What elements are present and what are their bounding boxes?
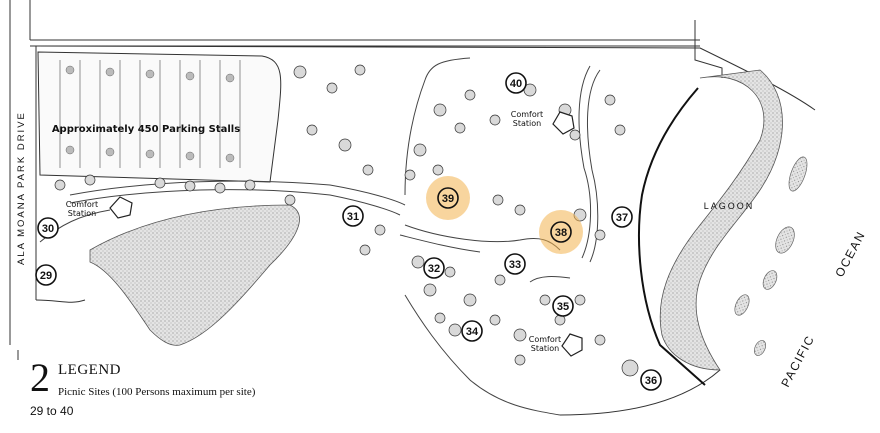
comfort-station-north-label-line2: Station xyxy=(513,119,541,128)
picnic-site-circle xyxy=(611,206,633,228)
legend-title: LEGEND xyxy=(58,362,121,378)
picnic-site-36: 36 xyxy=(640,369,662,391)
picnic-site-37: 37 xyxy=(611,206,633,228)
comfort-station-west-label-line1: Comfort xyxy=(66,200,98,209)
picnic-site-number: 36 xyxy=(645,375,657,387)
legend-range: 29 to 40 xyxy=(30,404,74,418)
picnic-site-circle xyxy=(640,369,662,391)
picnic-site-34: 34 xyxy=(461,320,483,342)
picnic-site-circle xyxy=(461,320,483,342)
picnic-site-29: 29 xyxy=(35,264,57,286)
picnic-site-highlight xyxy=(426,176,470,220)
picnic-site-circle xyxy=(504,253,526,275)
parking-lot: Approximately 450 Parking Stalls xyxy=(37,51,282,183)
picnic-site-number: 34 xyxy=(466,326,479,338)
picnic-site-number: 37 xyxy=(616,212,628,224)
picnic-site-markers: 29 30 31 32 33 34 35 36 37 38 39 40 xyxy=(35,72,662,391)
picnic-site-number: 39 xyxy=(442,193,454,205)
picnic-site-number: 32 xyxy=(428,263,440,275)
reef-shapes xyxy=(734,156,808,356)
picnic-site-30: 30 xyxy=(37,217,59,239)
comfort-station-west-label-line2: Station xyxy=(68,209,96,218)
sand-strip-west xyxy=(89,204,300,346)
picnic-site-circle xyxy=(505,72,527,94)
trees xyxy=(54,64,639,377)
ocean-label-line2: OCEAN xyxy=(832,229,868,280)
road-label: ALA MOANA PARK DRIVE xyxy=(16,111,27,265)
comfort-station-south: Comfort Station xyxy=(529,333,583,357)
picnic-site-number: 31 xyxy=(347,211,359,223)
picnic-site-circle xyxy=(552,295,574,317)
picnic-site-circle xyxy=(37,217,59,239)
picnic-site-circle xyxy=(550,221,572,243)
picnic-site-40: 40 xyxy=(505,72,527,94)
picnic-site-number: 29 xyxy=(40,270,52,282)
comfort-station-north: Comfort Station xyxy=(511,110,575,135)
ocean-label-line1: PACIFIC xyxy=(778,333,817,390)
lagoon-label: LAGOON xyxy=(704,201,755,211)
picnic-site-35: 35 xyxy=(552,295,574,317)
picnic-site-38: 38 xyxy=(539,210,583,254)
sand-spit-east xyxy=(659,69,783,371)
picnic-site-circle xyxy=(35,264,57,286)
parking-label: Approximately 450 Parking Stalls xyxy=(52,124,240,135)
picnic-site-number: 40 xyxy=(510,78,522,90)
picnic-site-33: 33 xyxy=(504,253,526,275)
comfort-station-south-label-line2: Station xyxy=(531,344,559,353)
picnic-site-number: 35 xyxy=(557,301,569,313)
comfort-station-west: Comfort Station xyxy=(66,196,133,219)
picnic-site-circle xyxy=(342,205,364,227)
legend-number: 2 xyxy=(30,355,50,400)
picnic-site-highlight xyxy=(539,210,583,254)
legend-description: Picnic Sites (100 Persons maximum per si… xyxy=(58,386,256,398)
picnic-site-number: 38 xyxy=(555,227,567,239)
picnic-site-31: 31 xyxy=(342,205,364,227)
picnic-site-circle xyxy=(423,257,445,279)
picnic-site-39: 39 xyxy=(426,176,470,220)
picnic-site-32: 32 xyxy=(423,257,445,279)
comfort-station-north-label-line1: Comfort xyxy=(511,110,543,119)
picnic-site-number: 33 xyxy=(509,259,521,271)
lagoon-seawall xyxy=(638,87,706,386)
picnic-site-number: 30 xyxy=(42,223,54,235)
comfort-station-south-label-line1: Comfort xyxy=(529,335,561,344)
picnic-site-circle xyxy=(437,187,459,209)
